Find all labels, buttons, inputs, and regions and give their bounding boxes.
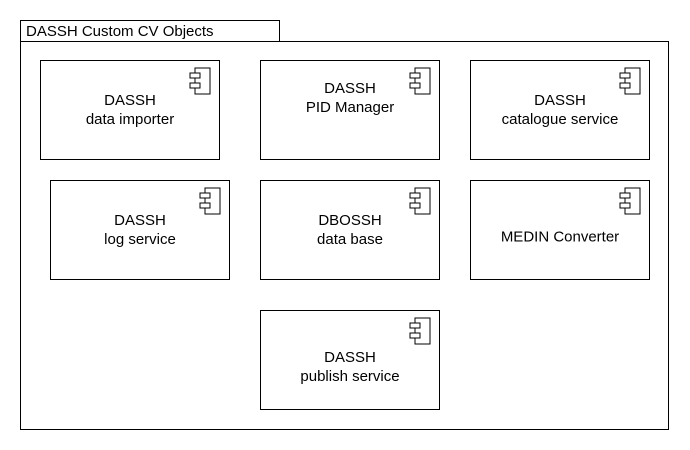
uml-component-icon [189,67,211,95]
component-stereotype: DASSH [534,92,586,109]
component-label: DASSH log service [51,211,229,249]
component-stereotype: DASSH [324,349,376,366]
uml-component-icon [409,187,431,215]
component-publish-service[interactable]: DASSH publish service [260,310,440,410]
uml-component-icon [409,67,431,95]
component-stereotype: DASSH [104,92,156,109]
component-stereotype: DASSH [114,212,166,229]
component-name: catalogue service [501,111,619,128]
component-data-importer[interactable]: DASSH data importer [40,60,220,160]
component-name: PID Manager [305,99,395,116]
package-title: DASSH Custom CV Objects [26,23,214,40]
component-label: DASSH catalogue service [471,91,649,129]
component-label: DASSH publish service [261,348,439,386]
uml-component-icon [199,187,221,215]
component-label: MEDIN Converter [471,228,649,247]
uml-component-icon [619,187,641,215]
package-tab: DASSH Custom CV Objects [20,20,280,42]
component-stereotype: DBOSSH [318,212,382,229]
component-data-base[interactable]: DBOSSH data base [260,180,440,280]
component-log-service[interactable]: DASSH log service [50,180,230,280]
component-stereotype: DASSH [324,80,376,97]
component-name: MEDIN Converter [500,228,620,246]
uml-component-icon [409,317,431,345]
component-medin-converter[interactable]: MEDIN Converter [470,180,650,280]
uml-component-icon [619,67,641,95]
component-name: data base [317,231,383,248]
component-pid-manager[interactable]: DASSH PID Manager [260,60,440,160]
component-label: DASSH PID Manager [261,79,439,117]
component-catalogue-service[interactable]: DASSH catalogue service [470,60,650,160]
component-name: publish service [300,368,400,385]
component-name: log service [104,231,176,248]
component-label: DBOSSH data base [261,211,439,249]
component-label: DASSH data importer [41,91,219,129]
component-name: data importer [85,111,175,128]
